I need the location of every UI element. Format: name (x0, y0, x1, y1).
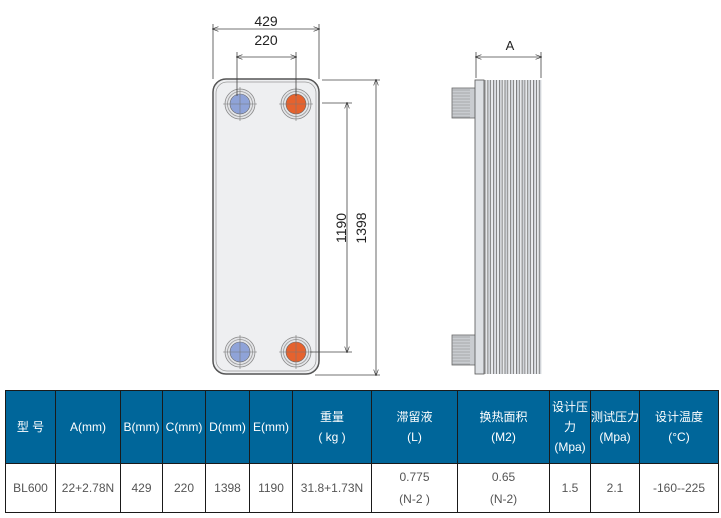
dim-overall-height: 1398 (353, 212, 369, 243)
header-line: 重量 (319, 410, 344, 424)
plate-fin (536, 80, 539, 374)
plate-fin (510, 80, 513, 374)
plate-fin (499, 80, 502, 374)
column-header: 型 号 (5, 390, 56, 464)
header-line: 力 (563, 420, 576, 434)
dim-overall-width: 429 (254, 13, 278, 29)
column-header: C(mm) (162, 390, 206, 464)
header-line: E(mm) (253, 420, 289, 434)
column-header: A(mm) (55, 390, 121, 464)
header-line: 换热面积 (479, 410, 528, 424)
cell-line: -160--225 (652, 481, 706, 495)
plate-fin (504, 80, 508, 374)
header-line: (L) (407, 430, 422, 444)
cold-port (223, 335, 257, 369)
table-cell: 31.8+1.73N (292, 463, 372, 513)
plate-fin (496, 80, 499, 374)
plate-fin (493, 80, 496, 374)
column-header: D(mm) (205, 390, 250, 464)
header-line: 测试压力 (591, 410, 640, 424)
column-header: 重量 ( kg ) (292, 390, 372, 464)
table-cell: 1398 (205, 463, 250, 513)
header-line: (°C) (668, 430, 690, 444)
plate-fin (516, 80, 519, 374)
header-line: 设计温度 (654, 410, 703, 424)
table-cell: 0.775 (N-2 ) (371, 463, 458, 513)
column-header: 滞留液 (L) (371, 390, 458, 464)
cell-line: 0.65 (491, 470, 516, 484)
hot-port (279, 87, 313, 121)
table-cell: 429 (120, 463, 163, 513)
plate-fin (539, 80, 542, 374)
column-header: 测试压力 (Mpa) (590, 390, 640, 464)
heat-exchanger-drawing: 429 220 1190 1398 A (0, 13, 721, 390)
column-header: 换热面积 (M2) (457, 390, 550, 464)
plate-fin (527, 80, 530, 374)
table-cell: 0.65 (N-2) (457, 463, 550, 513)
cell-line: (N-2 ) (399, 492, 430, 506)
plate-fin (485, 80, 488, 374)
cell-line: 22+2.78N (61, 481, 115, 495)
plate-fin (533, 80, 536, 374)
header-line: 设计压 (551, 400, 588, 414)
dim-thickness: A (506, 38, 515, 53)
header-line: 滞留液 (396, 410, 433, 424)
plate-fin (490, 80, 493, 374)
front-view (212, 78, 320, 375)
hot-port (279, 335, 313, 369)
dim-port-height: 1190 (333, 213, 349, 243)
table-cell: 22+2.78N (55, 463, 121, 513)
plate-fin (524, 80, 528, 374)
table-cell: 1190 (249, 463, 293, 513)
table-header-row: 型 号 A(mm) B(mm) C(mm) D(mm) E(mm) 重量 ( kg ) 滞留液 (… (5, 390, 719, 464)
plate-fin (519, 80, 522, 374)
cell-line: 429 (131, 481, 152, 495)
plate-fin (513, 80, 516, 374)
spec-table: 型 号 A(mm) B(mm) C(mm) D(mm) E(mm) 重量 ( kg ) 滞留液 (… (5, 390, 719, 513)
cell-line: 2.1 (606, 481, 624, 495)
header-line: (M2) (491, 430, 516, 444)
cell-line: 1190 (258, 481, 284, 495)
plate-fin (530, 80, 533, 374)
column-header: 设计压力 (Mpa) (549, 390, 591, 464)
cell-line: 1.5 (561, 481, 579, 495)
header-line: B(mm) (123, 420, 160, 434)
column-header: E(mm) (249, 390, 293, 464)
cell-line: 220 (173, 481, 195, 495)
table-cell: -160--225 (639, 463, 719, 513)
table-cell: 220 (162, 463, 206, 513)
cold-port (223, 87, 257, 121)
column-header: 设计温度 (°C) (639, 390, 719, 464)
cell-line: 31.8+1.73N (300, 481, 364, 495)
header-line: D(mm) (209, 420, 246, 434)
header-line: ( kg ) (318, 430, 346, 444)
cell-line: 1398 (214, 481, 241, 495)
table-cell: BL600 (5, 463, 56, 513)
plate-fin (502, 80, 505, 374)
header-line: (Mpa) (554, 440, 586, 454)
cell-line: (N-2) (489, 492, 518, 506)
table-cell: 2.1 (590, 463, 640, 513)
header-line: 型 号 (16, 420, 45, 434)
dim-port-spacing: 220 (254, 32, 278, 48)
plate-fin (522, 80, 525, 374)
header-line: C(mm) (165, 420, 203, 434)
table-row: BL600 22+2.78N 429 220 1398 1190 31.8+1.73N 0.7… (5, 463, 719, 513)
dimension-lines (213, 24, 541, 375)
header-line: A(mm) (70, 420, 106, 434)
cell-line: BL600 (13, 481, 48, 495)
header-line: (Mpa) (599, 430, 631, 444)
column-header: B(mm) (120, 390, 163, 464)
cell-line: 0.775 (399, 470, 430, 484)
plate-fin (487, 80, 491, 374)
side-view (451, 79, 542, 375)
plate-fin (507, 80, 510, 374)
table-cell: 1.5 (549, 463, 591, 513)
